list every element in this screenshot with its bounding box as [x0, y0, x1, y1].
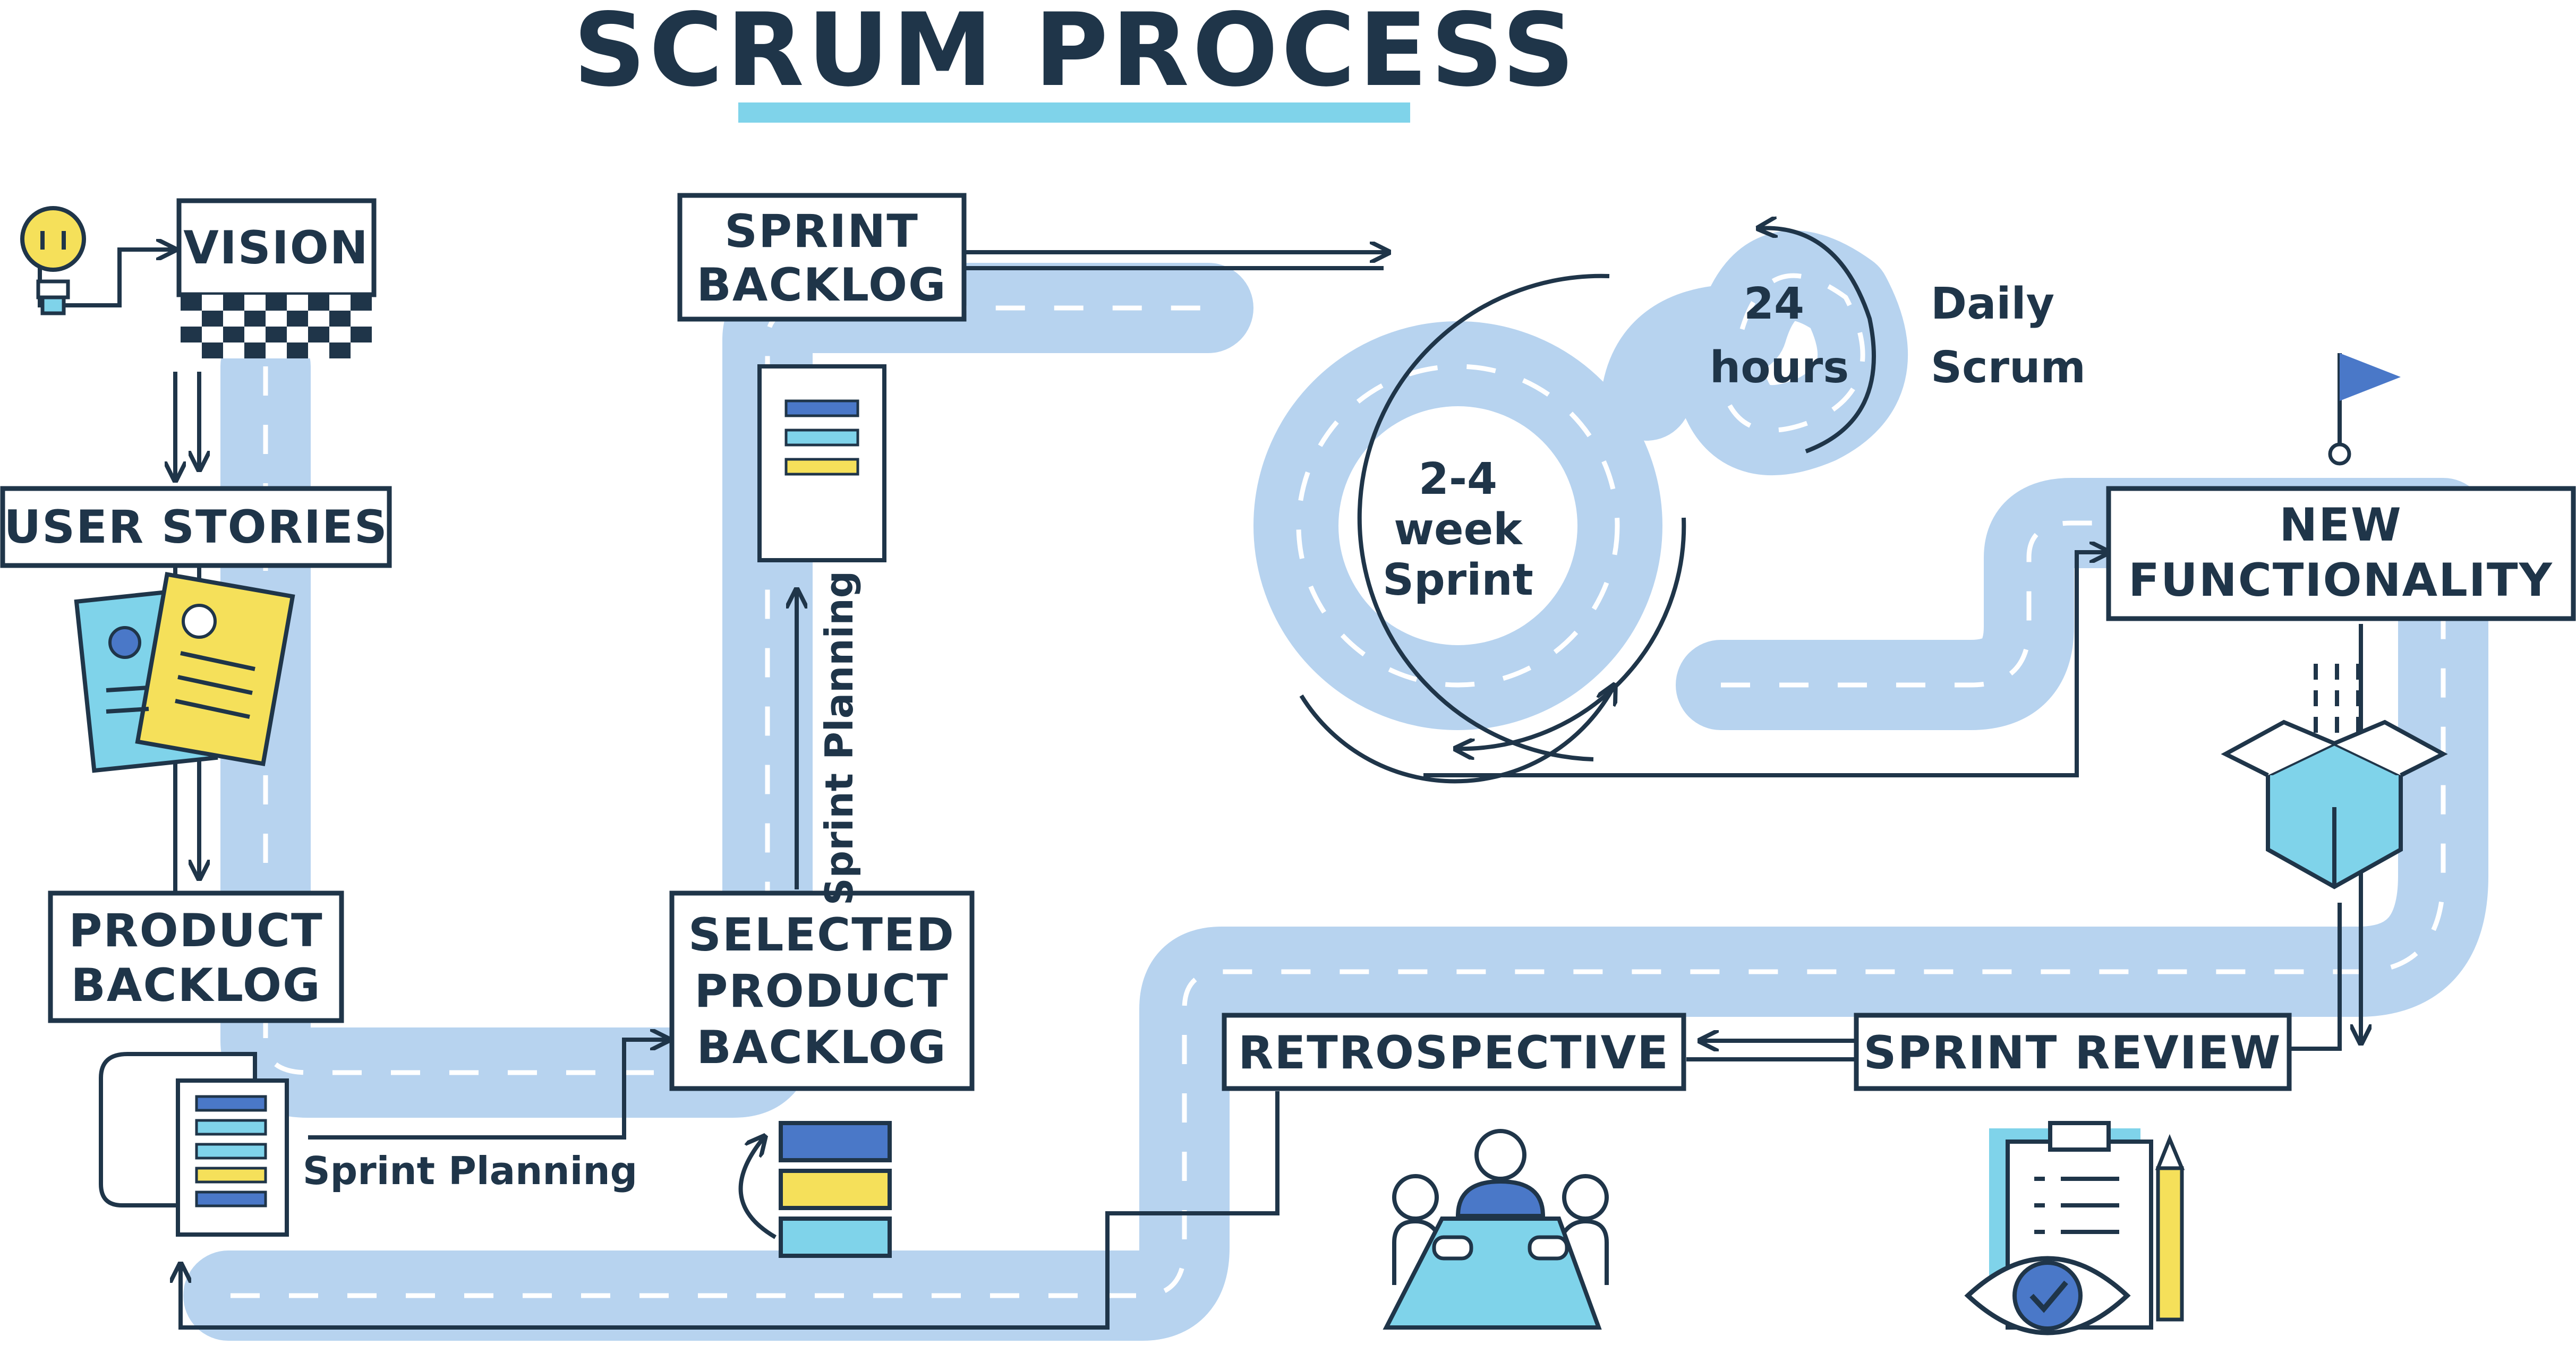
retrospective-box: RETROSPECTIVE [1222, 1013, 1686, 1091]
daily-scrum-arc [1758, 228, 1876, 453]
sprint-loop-center [1338, 406, 1577, 645]
user-story-cards-icon [74, 571, 295, 773]
sprint-backlog-document-icon [757, 364, 886, 562]
team-meeting-icon [1383, 1129, 1609, 1330]
new-functionality-box: NEW FUNCTIONALITY [2106, 486, 2576, 621]
user-stories-label: USER STORIES [4, 501, 388, 554]
new-functionality-label-line-2: FUNCTIONALITY [2128, 554, 2553, 607]
sprint-cycle-label-line-2: week [1394, 504, 1523, 555]
sprint-backlog-label-line-1: SPRINT [724, 205, 919, 258]
sprint-planning-label-horizontal: Sprint Planning [303, 1149, 637, 1193]
product-backlog-label-line-2: BACKLOG [71, 959, 321, 1012]
selected-product-backlog-box: SELECTED PRODUCT BACKLOG [669, 890, 975, 1091]
sprint-cycle-label-line-3: Sprint [1383, 555, 1533, 605]
new-functionality-label-line-1: NEW [2279, 499, 2402, 552]
sprint-backlog-box: SPRINT BACKLOG [677, 193, 967, 322]
retrospective-label: RETROSPECTIVE [1238, 1026, 1669, 1080]
sprint-backlog-label-line-2: BACKLOG [696, 259, 946, 312]
sprint-review-label: SPRINT REVIEW [1864, 1026, 2282, 1080]
selected-product-backlog-label-line-2: PRODUCT [694, 965, 949, 1018]
page-title: SCRUM PROCESS [573, 0, 1578, 109]
product-backlog-label-line-1: PRODUCT [69, 904, 323, 957]
sprint-inner-arc [1299, 685, 1615, 784]
daily-scrum-label-line-1: Daily [1931, 279, 2054, 329]
sprint-planning-label-vertical: Sprint Planning [817, 571, 861, 905]
selected-product-backlog-label-line-1: SELECTED [688, 909, 955, 962]
document-stack-icon [99, 1052, 289, 1237]
daily-cycle-label-line-1: 24 [1744, 279, 1804, 329]
sprint-outer-arc [1357, 273, 1610, 761]
daily-cycle-label-line-2: hours [1710, 342, 1849, 393]
selected-product-backlog-label-line-3: BACKLOG [696, 1021, 946, 1074]
checkered-flag-icon [181, 295, 372, 358]
finish-flag-icon [2328, 353, 2401, 466]
lightbulb-icon [20, 206, 86, 315]
daily-scrum-label-line-2: Scrum [1931, 342, 2086, 393]
sprint-return-arc [1455, 517, 1686, 749]
open-box-icon [2221, 664, 2448, 889]
vision-label: VISION [183, 221, 369, 275]
vision-box: VISION [176, 198, 377, 297]
product-backlog-box: PRODUCT BACKLOG [48, 890, 344, 1023]
priority-stack-icon [738, 1121, 892, 1258]
user-stories-box: USER STORIES [0, 486, 392, 568]
review-clipboard-eye-icon [1964, 1121, 2185, 1335]
sprint-cycle-label-line-1: 2-4 [1419, 454, 1497, 504]
title-underline [738, 102, 1410, 123]
sprint-review-box: SPRINT REVIEW [1854, 1013, 2292, 1091]
